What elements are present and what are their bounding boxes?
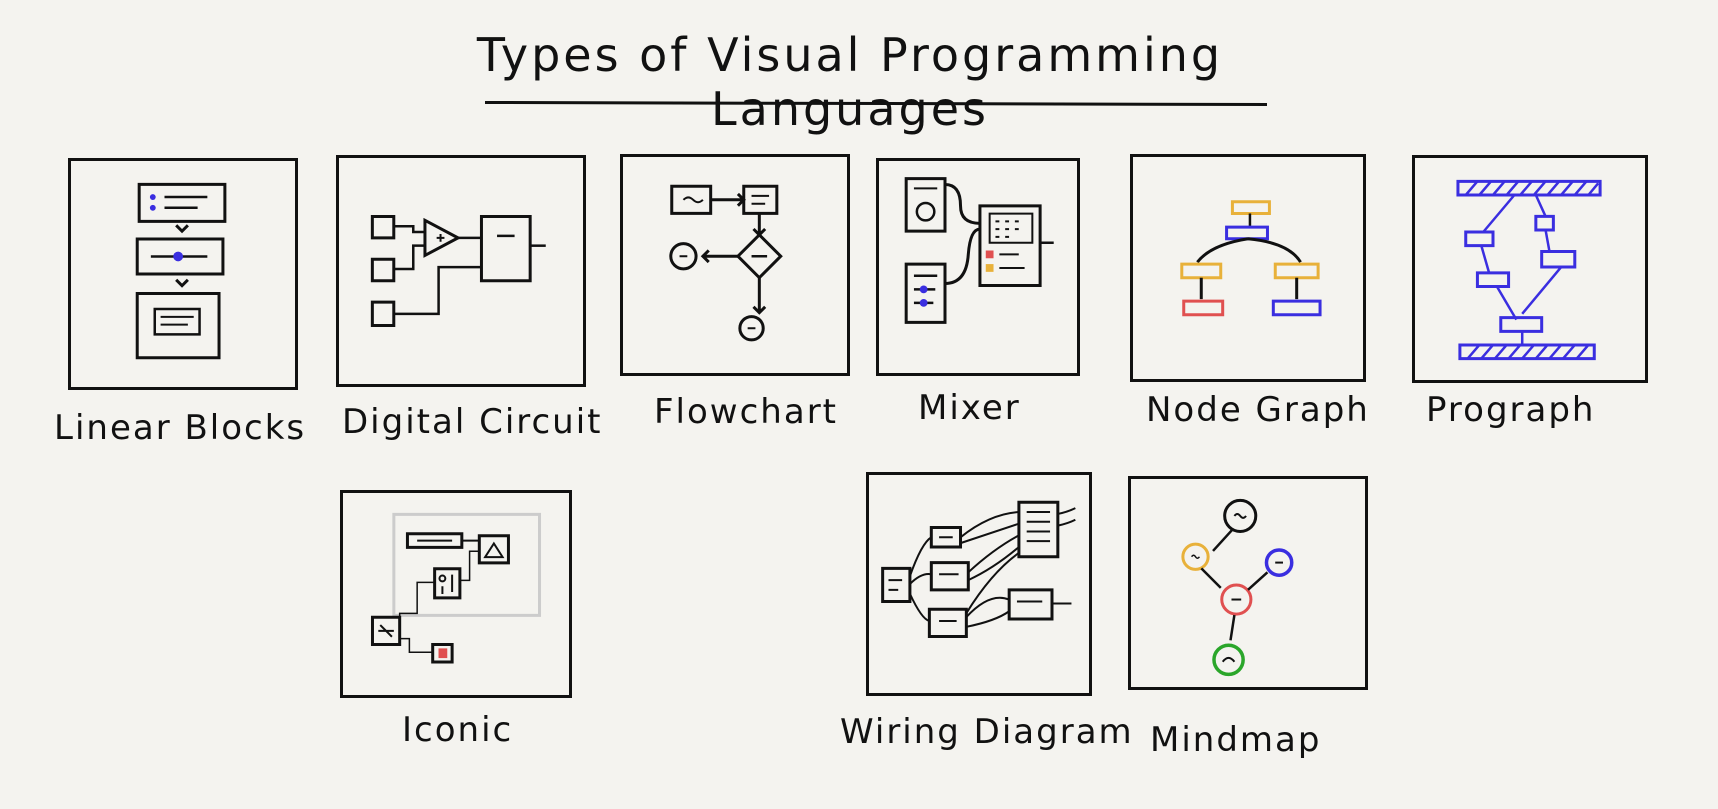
wiring-diagram-illustration: [869, 475, 1089, 693]
label-flowchart: Flowchart: [654, 392, 838, 432]
label-digital-circuit: Digital Circuit: [342, 402, 603, 442]
label-mindmap: Mindmap: [1150, 720, 1322, 760]
linear-blocks-illustration: [71, 161, 295, 387]
iconic-illustration: [343, 493, 569, 695]
card-mixer: [876, 158, 1080, 376]
prograph-illustration: [1415, 158, 1645, 380]
card-prograph: [1412, 155, 1648, 383]
label-linear-blocks: Linear Blocks: [54, 408, 307, 448]
mindmap-illustration: [1131, 479, 1365, 687]
card-digital-circuit: [336, 155, 586, 387]
mixer-illustration: [879, 161, 1077, 373]
card-iconic: [340, 490, 572, 698]
card-node-graph: [1130, 154, 1366, 382]
label-mixer: Mixer: [918, 388, 1021, 428]
label-node-graph: Node Graph: [1146, 390, 1370, 430]
card-mindmap: [1128, 476, 1368, 690]
page-title: Types of Visual Programming Languages: [476, 28, 1224, 136]
label-prograph: Prograph: [1426, 390, 1596, 430]
card-wiring-diagram: [866, 472, 1092, 696]
label-wiring-diagram: Wiring Diagram: [840, 712, 1134, 752]
flowchart-illustration: [623, 157, 847, 373]
card-flowchart: [620, 154, 850, 376]
card-linear-blocks: [68, 158, 298, 390]
label-iconic: Iconic: [402, 710, 514, 750]
node-graph-illustration: [1133, 157, 1363, 379]
digital-circuit-illustration: [339, 158, 583, 384]
